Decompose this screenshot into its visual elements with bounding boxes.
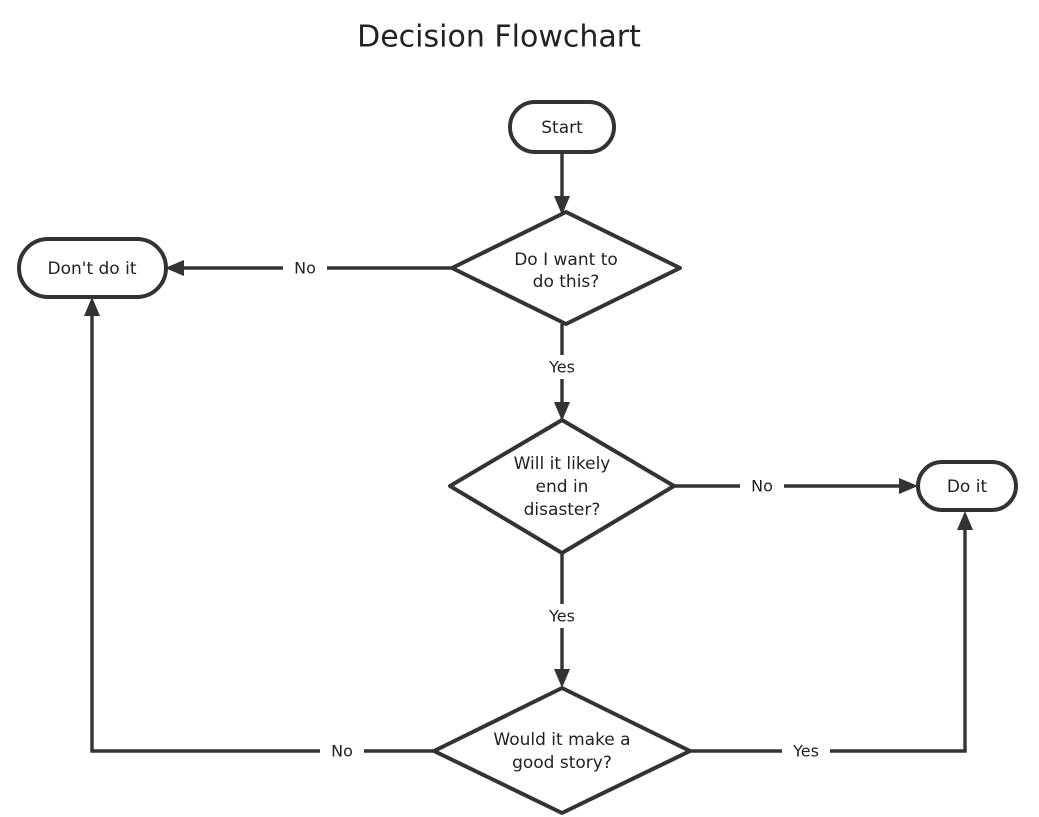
page-title: Decision Flowchart <box>357 20 641 55</box>
edge-line <box>690 524 967 753</box>
arrowhead-icon <box>84 297 100 316</box>
edge-disaster-to-doit: No <box>674 474 918 498</box>
arrowhead-icon <box>957 511 973 530</box>
edge-start-to-want <box>554 154 570 215</box>
edge-line <box>90 311 434 753</box>
edge-label-backdrop <box>782 739 830 763</box>
node-label-story-line2: good story? <box>512 753 612 773</box>
node-start[interactable]: Start <box>508 100 616 154</box>
edge-want-to-dont: No <box>165 256 452 280</box>
node-label-disaster-line2: end in <box>536 477 589 497</box>
node-label-want-line1: Do I want to <box>514 250 618 270</box>
node-shape-stadium <box>17 237 168 299</box>
node-decision-disaster[interactable]: Will it likely end in disaster? <box>448 418 676 555</box>
edge-story-to-dont: No <box>84 297 434 763</box>
edge-label-backdrop <box>538 604 586 628</box>
node-shape-diamond <box>432 686 692 815</box>
edge-label-no: No <box>331 742 353 761</box>
arrowhead-icon <box>899 478 918 494</box>
arrowhead-icon <box>554 669 570 688</box>
node-shape-stadium <box>508 100 616 154</box>
edge-story-to-doit: Yes <box>690 511 973 763</box>
edge-label-yes: Yes <box>792 742 819 761</box>
edge-label-backdrop <box>320 739 364 763</box>
edge-label-backdrop <box>538 355 586 379</box>
node-label-want-line2: do this? <box>533 272 600 292</box>
node-do-it[interactable]: Do it <box>916 460 1018 512</box>
edge-label-backdrop <box>740 474 784 498</box>
node-shape-diamond <box>448 418 676 555</box>
arrowhead-icon <box>554 402 570 421</box>
node-decision-want[interactable]: Do I want to do this? <box>450 210 682 326</box>
node-shape-stadium <box>916 460 1018 512</box>
node-label-disaster-line1: Will it likely <box>514 454 611 474</box>
edge-label-no: No <box>294 259 316 278</box>
arrowhead-icon <box>165 260 184 276</box>
edge-label-yes: Yes <box>548 358 575 377</box>
edge-label-no: No <box>751 477 773 496</box>
node-shape-diamond <box>450 210 682 326</box>
node-label-dont-do-it: Don't do it <box>48 259 137 279</box>
edge-disaster-to-story: Yes <box>538 553 586 688</box>
node-label-start: Start <box>541 118 583 138</box>
node-decision-story[interactable]: Would it make a good story? <box>432 686 692 815</box>
node-dont-do-it[interactable]: Don't do it <box>17 237 168 299</box>
arrowhead-icon <box>554 196 570 215</box>
node-label-do-it: Do it <box>947 477 988 497</box>
node-label-story-line1: Would it make a <box>493 730 630 750</box>
node-label-disaster-line3: disaster? <box>524 500 601 520</box>
edge-label-backdrop <box>283 256 327 280</box>
edge-want-to-disaster: Yes <box>538 324 586 421</box>
edge-label-yes: Yes <box>548 607 575 626</box>
